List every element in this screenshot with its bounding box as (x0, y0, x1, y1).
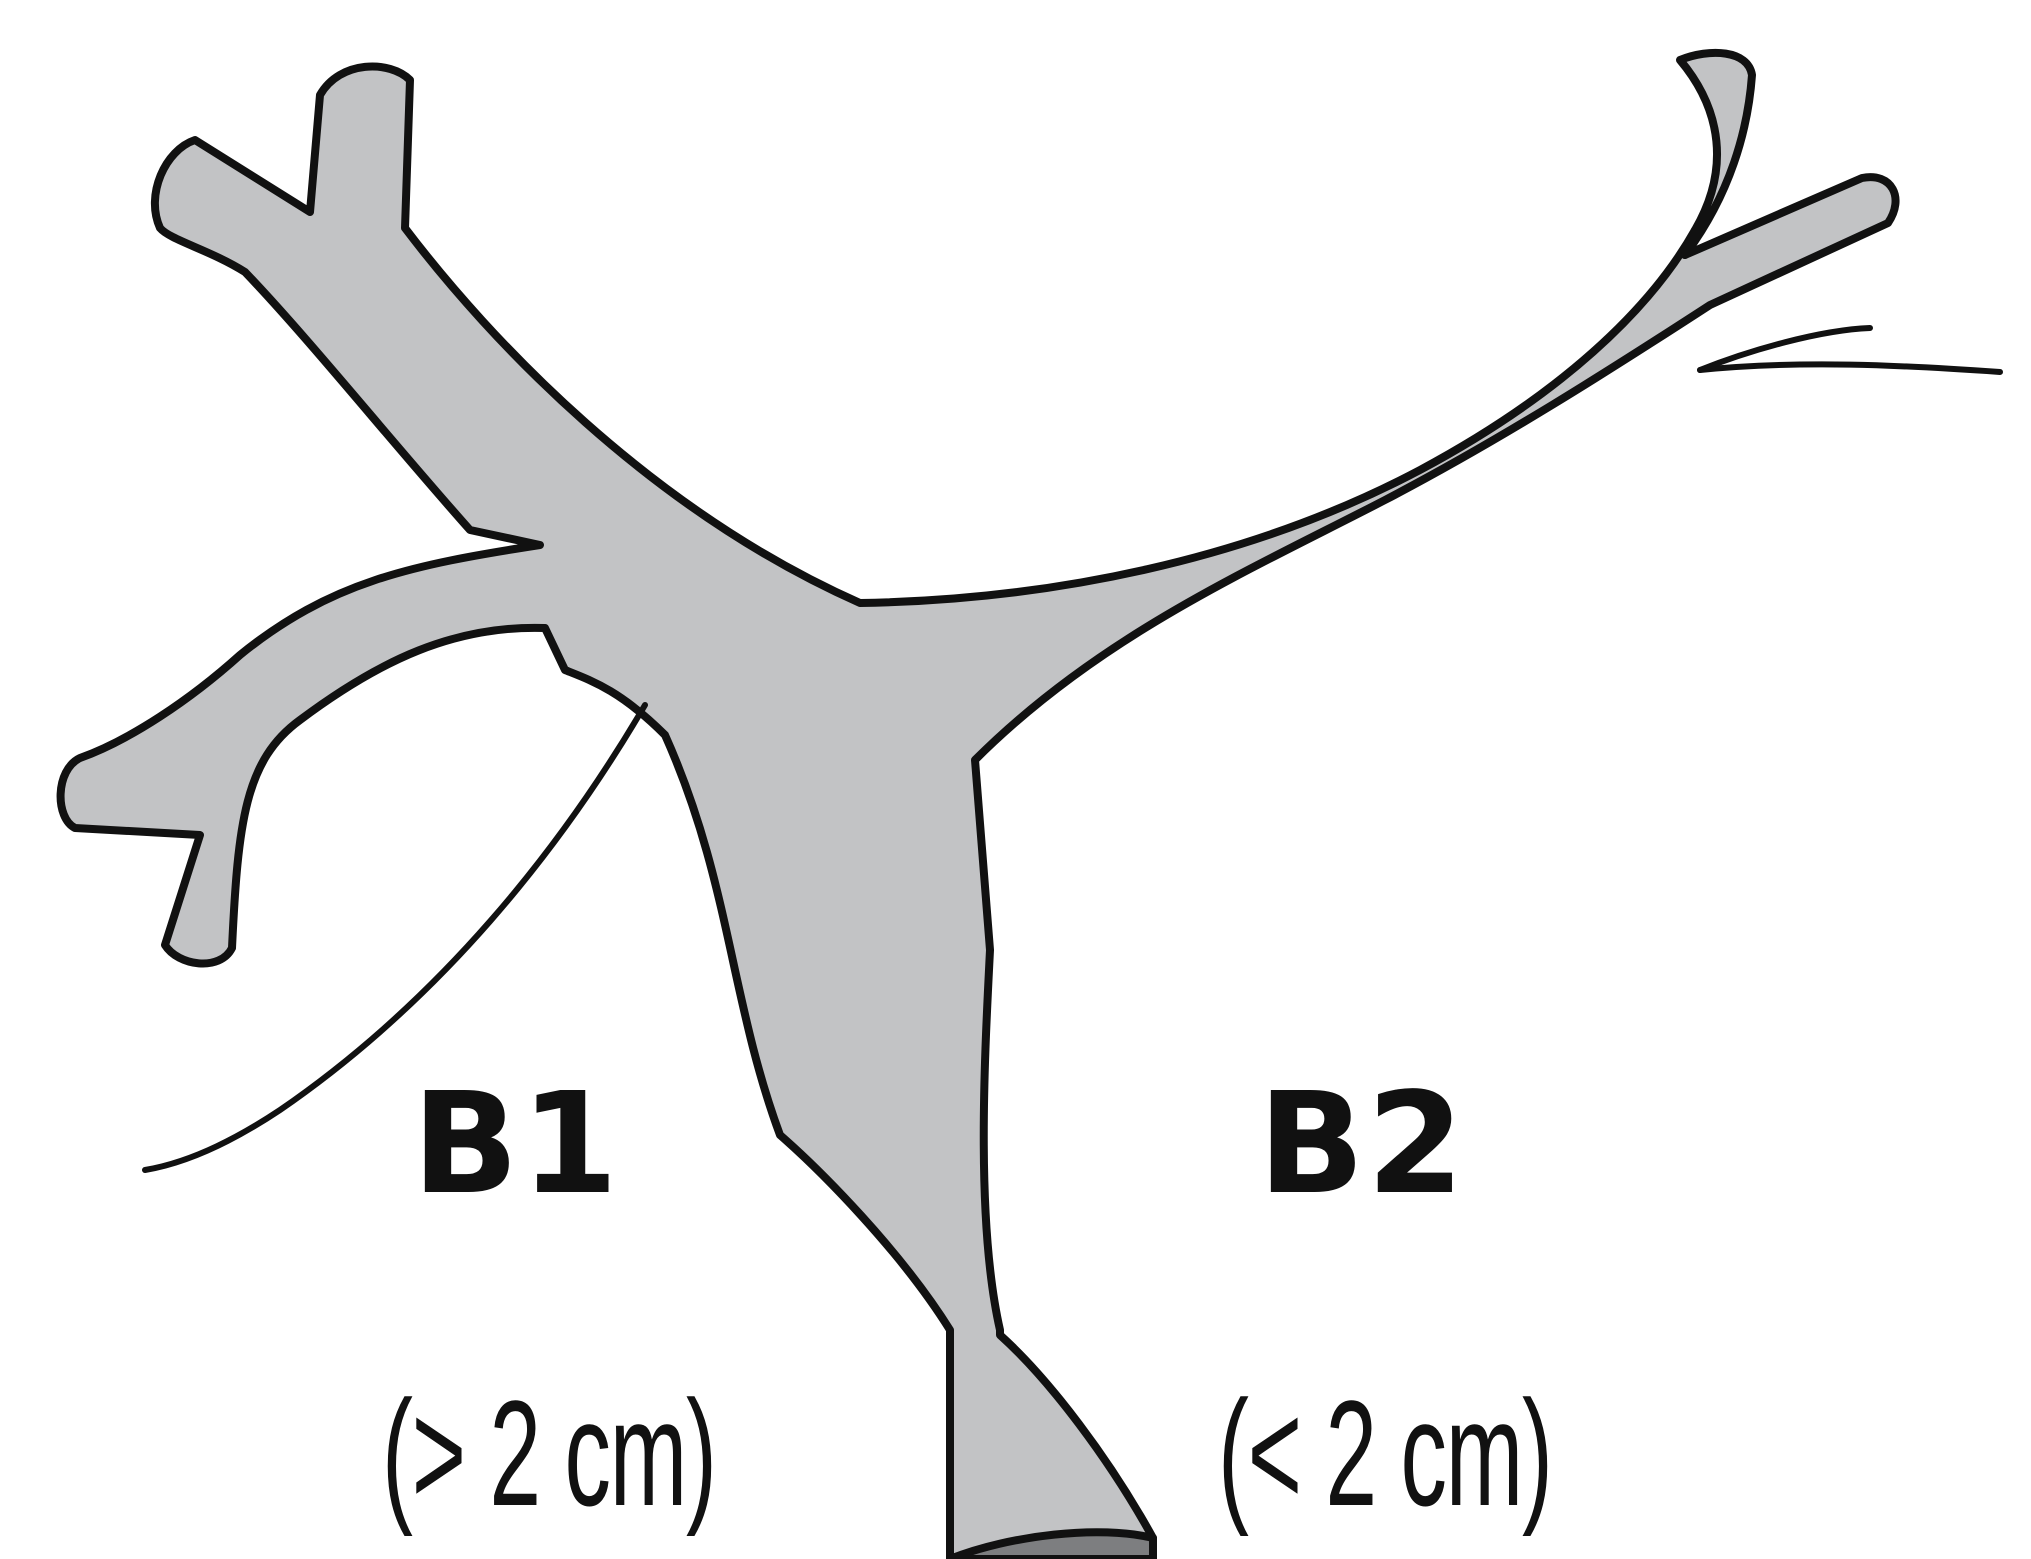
b2-size-label: (< 2 cm) (1218, 1378, 1552, 1528)
b1-size-label: (> 2 cm) (382, 1378, 716, 1528)
b2-label: B2 (1258, 1075, 1466, 1215)
duct-body (61, 66, 1896, 1559)
b1-label: B1 (412, 1075, 620, 1215)
vessel-line-right (1700, 364, 2000, 372)
duct-branch-right-upper (1680, 53, 1752, 255)
